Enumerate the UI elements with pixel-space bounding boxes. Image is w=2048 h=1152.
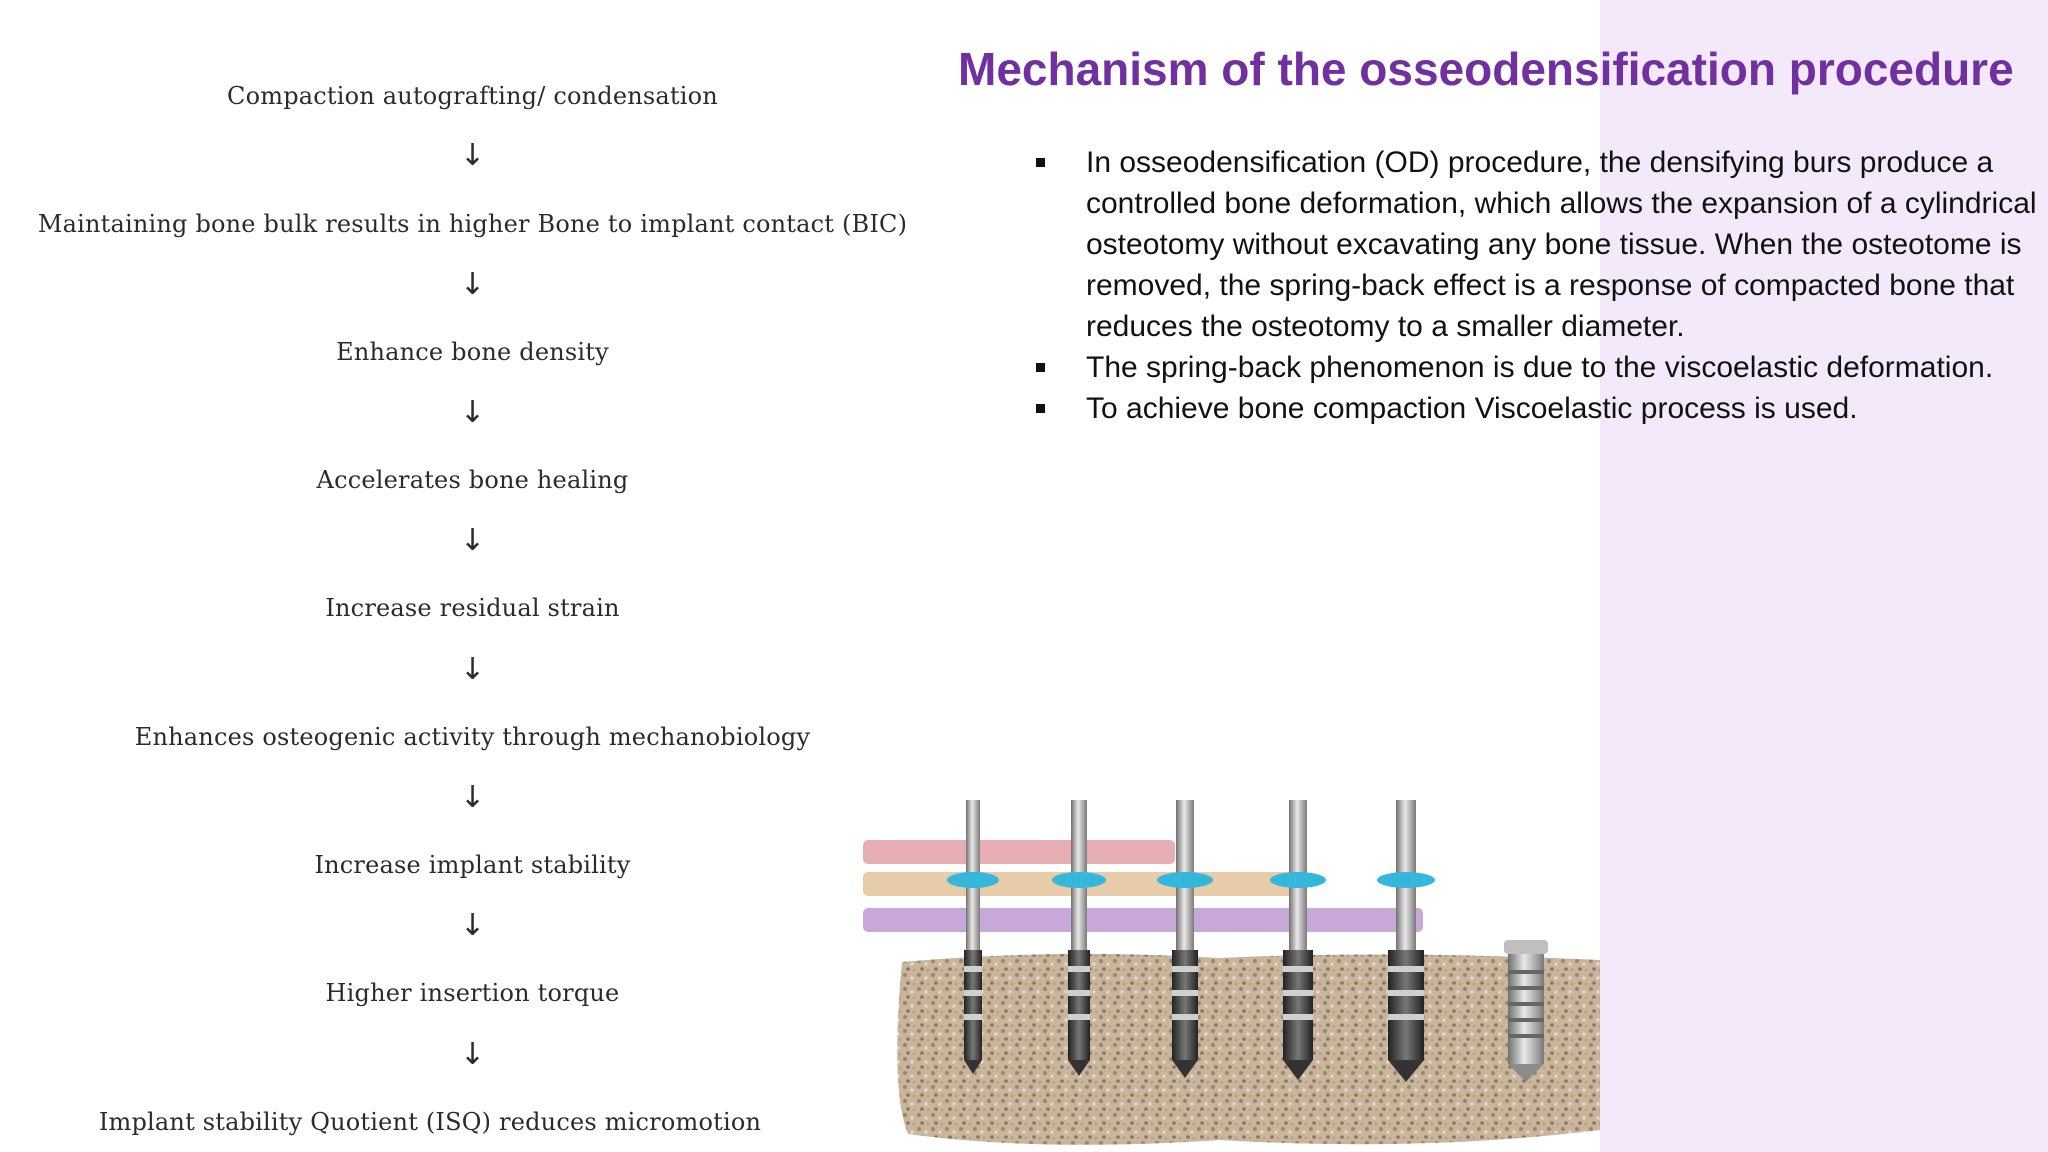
dental-implant bbox=[1504, 940, 1548, 1082]
flow-arrow-6: ↓ bbox=[459, 780, 486, 815]
densifying-bur-1 bbox=[947, 800, 999, 1074]
square-bullet-icon bbox=[1036, 158, 1045, 167]
densifying-bur-3 bbox=[1157, 800, 1213, 1078]
flow-step-5: Increase residual strain bbox=[325, 594, 620, 622]
mechanism-flowchart: Compaction autografting/ condensation ↓ … bbox=[0, 0, 945, 1152]
flow-arrow-4: ↓ bbox=[459, 523, 486, 558]
bone-block bbox=[897, 953, 1600, 1145]
bullet-text: To achieve bone compaction Viscoelastic … bbox=[1086, 392, 1858, 425]
flow-arrow-3: ↓ bbox=[459, 395, 486, 430]
bullet-item: The spring-back phenomenon is due to the… bbox=[1030, 347, 2042, 388]
bullet-text: The spring-back phenomenon is due to the… bbox=[1086, 351, 1994, 384]
bullet-item: In osseodensification (OD) procedure, th… bbox=[1030, 142, 2042, 347]
flow-arrow-7: ↓ bbox=[459, 908, 486, 943]
flow-arrow-1: ↓ bbox=[459, 138, 486, 173]
square-bullet-icon bbox=[1036, 363, 1045, 372]
slide-title: Mechanism of the osseodensification proc… bbox=[958, 43, 2014, 95]
square-bullet-icon bbox=[1036, 404, 1045, 413]
flow-step-8: Higher insertion torque bbox=[325, 979, 620, 1007]
flow-step-4: Accelerates bone healing bbox=[316, 466, 629, 494]
right-background-band bbox=[1600, 0, 2048, 1152]
flow-step-7: Increase implant stability bbox=[314, 851, 631, 879]
densifying-bur-4 bbox=[1270, 800, 1326, 1080]
densifying-bur-5 bbox=[1377, 800, 1435, 1082]
bullet-text: In osseodensification (OD) procedure, th… bbox=[1086, 146, 2037, 343]
flow-step-9: Implant stability Quotient (ISQ) reduces… bbox=[98, 1108, 762, 1136]
flow-arrow-8: ↓ bbox=[459, 1037, 486, 1072]
densifying-bur-2 bbox=[1052, 800, 1106, 1076]
flow-step-6: Enhances osteogenic activity through mec… bbox=[134, 723, 811, 751]
densifying-burs-illustration bbox=[863, 800, 1600, 1145]
depth-band-bottom bbox=[863, 908, 1423, 932]
flow-step-2: Maintaining bone bulk results in higher … bbox=[37, 210, 908, 238]
flow-step-3: Enhance bone density bbox=[336, 338, 609, 366]
flow-step-1: Compaction autografting/ condensation bbox=[227, 82, 718, 110]
bullet-list: In osseodensification (OD) procedure, th… bbox=[1030, 142, 2042, 429]
depth-band-top bbox=[863, 840, 1175, 864]
flow-arrow-5: ↓ bbox=[459, 652, 486, 687]
bullet-item: To achieve bone compaction Viscoelastic … bbox=[1030, 388, 2042, 429]
flow-arrow-2: ↓ bbox=[459, 267, 486, 302]
